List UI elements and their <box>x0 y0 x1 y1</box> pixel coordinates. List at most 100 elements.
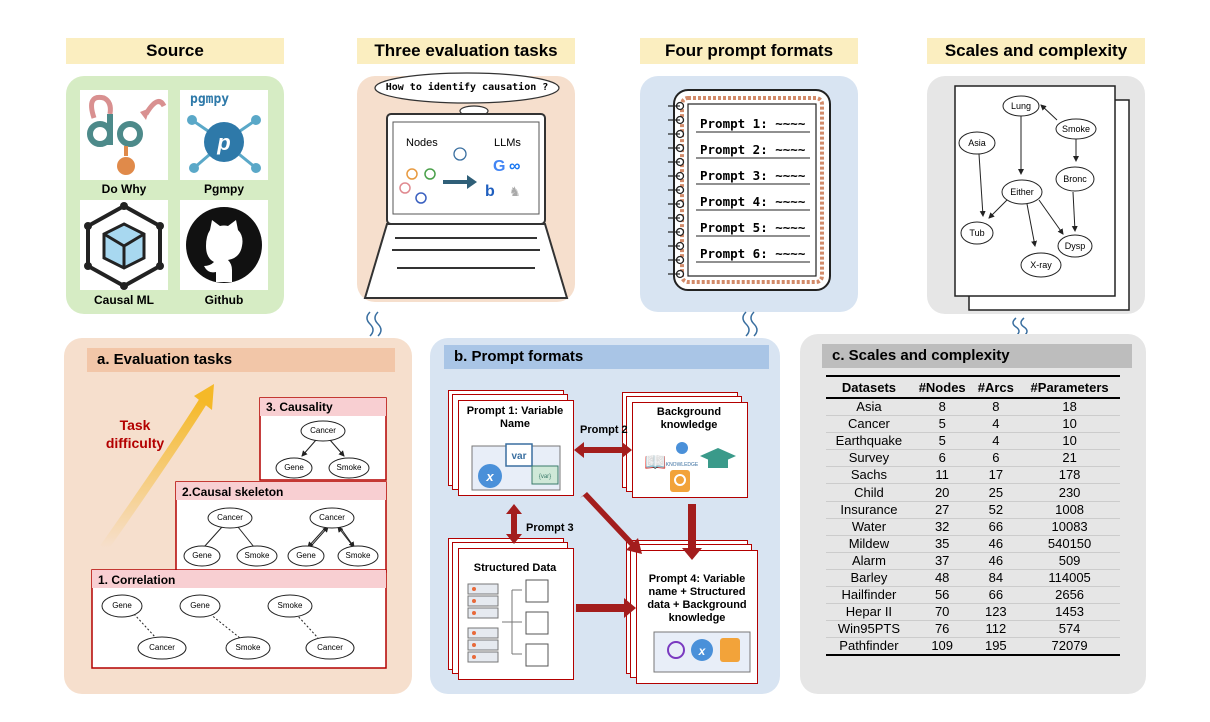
prompt4-x-glyph: x <box>698 644 707 658</box>
knowledge-tag-glyph: KNOWLEDGE <box>666 462 699 468</box>
cell: 195 <box>972 637 1020 657</box>
svg-text:b: b <box>485 183 495 200</box>
network-node-either: Either <box>1010 187 1034 197</box>
node-smoke: Smoke <box>277 601 303 610</box>
cell: 70 <box>911 603 973 622</box>
section-b-title: b. Prompt formats <box>444 345 769 369</box>
step-causality-label: 3. Causality <box>266 400 333 414</box>
cell: Asia <box>826 398 912 417</box>
prompt-arrows <box>506 442 702 618</box>
cell: 72079 <box>1019 637 1120 657</box>
variable-icons: x var {var} <box>471 443 561 491</box>
cell: 6 <box>911 449 973 468</box>
variable-var-glyph: var <box>511 451 526 462</box>
notebook-prompt-1: Prompt 1: ~~~~ <box>700 116 806 131</box>
notebook-prompt-3: Prompt 3: ~~~~ <box>700 168 806 183</box>
github-logo-icon <box>186 207 262 283</box>
network-node-smoke: Smoke <box>1061 124 1090 134</box>
cell: 48 <box>911 569 973 588</box>
source-label-github: Github <box>204 293 244 307</box>
cell: Cancer <box>826 415 912 434</box>
prompt4-label: Prompt 4: Variable name + Structured dat… <box>647 573 747 624</box>
cell: 10083 <box>1019 518 1120 536</box>
pgmpy-logo-text: pgmpy <box>190 92 230 107</box>
col-parameters: #Parameters <box>1019 375 1120 399</box>
github-card <box>180 200 268 290</box>
background-box <box>632 402 748 498</box>
prompt4-icons: x <box>653 631 751 673</box>
notebook-prompt-4: Prompt 4: ~~~~ <box>700 194 806 209</box>
cell: 10 <box>1019 432 1120 451</box>
cell: 230 <box>1019 483 1120 502</box>
cell: 6 <box>972 449 1020 468</box>
cell: 20 <box>911 483 973 502</box>
network-node-tub: Tub <box>969 228 985 238</box>
notebook-prompt-6: Prompt 6: ~~~~ <box>700 246 806 261</box>
bayesian-network-illustration <box>954 85 1130 311</box>
svg-text:G: G <box>493 158 505 175</box>
arrow-prompt3-label: Prompt 3 <box>526 522 574 534</box>
cell: 574 <box>1019 620 1120 639</box>
cell: 4 <box>972 432 1020 451</box>
pgmpy-network-icon: p <box>187 115 261 173</box>
cell: 52 <box>972 501 1020 519</box>
cell: 123 <box>972 603 1020 622</box>
network-node-bronc: Bronc <box>1063 174 1087 184</box>
source-label-pgmpy: Pgmpy <box>203 182 244 196</box>
node-gene: Gene <box>296 551 316 560</box>
cell: 8 <box>911 398 973 417</box>
cell: 5 <box>911 432 973 451</box>
causalml-card <box>80 200 168 290</box>
col-arcs: #Arcs <box>972 375 1020 399</box>
cell: Mildew <box>826 535 912 553</box>
laptop-illustration: G ∞ b ♞ <box>363 72 569 299</box>
cell: 109 <box>911 637 973 657</box>
cell: 27 <box>911 501 973 519</box>
laptop-llms-label: LLMs <box>494 137 521 149</box>
background-label: Background knowledge <box>656 406 722 431</box>
cell: 66 <box>972 518 1020 536</box>
node-smoke: Smoke <box>244 551 270 560</box>
node-smoke: Smoke <box>235 643 261 652</box>
cell: 112 <box>972 620 1020 639</box>
cell: 540150 <box>1019 535 1120 553</box>
cell: Water <box>826 518 912 536</box>
task-difficulty-label: Task difficulty <box>105 417 165 451</box>
cell: 32 <box>911 518 973 536</box>
causalml-logo-icon <box>84 202 164 290</box>
cell: 178 <box>1019 466 1120 485</box>
svg-text:p: p <box>216 130 230 155</box>
col-nodes: #Nodes <box>911 375 973 399</box>
section-c-title: c. Scales and complexity <box>822 344 1132 368</box>
cell: Barley <box>826 569 912 588</box>
pgmpy-card: pgmpy p <box>180 90 268 180</box>
cell: 66 <box>972 586 1020 605</box>
svg-text:♞: ♞ <box>509 184 521 199</box>
cell: 509 <box>1019 552 1120 570</box>
laptop-speech-bubble: How to identify causation ? <box>385 82 549 93</box>
node-gene: Gene <box>190 601 210 610</box>
node-gene: Gene <box>112 601 132 610</box>
cell: 21 <box>1019 449 1120 468</box>
evaluation-steps-diagram <box>91 384 387 669</box>
cell: 1008 <box>1019 501 1120 519</box>
node-cancer: Cancer <box>317 643 343 652</box>
connector-squiggle-c <box>1012 317 1028 337</box>
cell: 46 <box>972 535 1020 553</box>
cell: 25 <box>972 483 1020 502</box>
node-cancer: Cancer <box>310 426 336 435</box>
cell: 4 <box>972 415 1020 434</box>
step-correlation-label: 1. Correlation <box>98 573 176 587</box>
svg-text:∞: ∞ <box>509 158 520 175</box>
dowhy-card <box>80 90 168 180</box>
node-cancer: Cancer <box>217 513 243 522</box>
network-node-asia: Asia <box>968 138 986 148</box>
node-smoke: Smoke <box>336 463 362 472</box>
laptop-nodes-label: Nodes <box>406 137 438 149</box>
